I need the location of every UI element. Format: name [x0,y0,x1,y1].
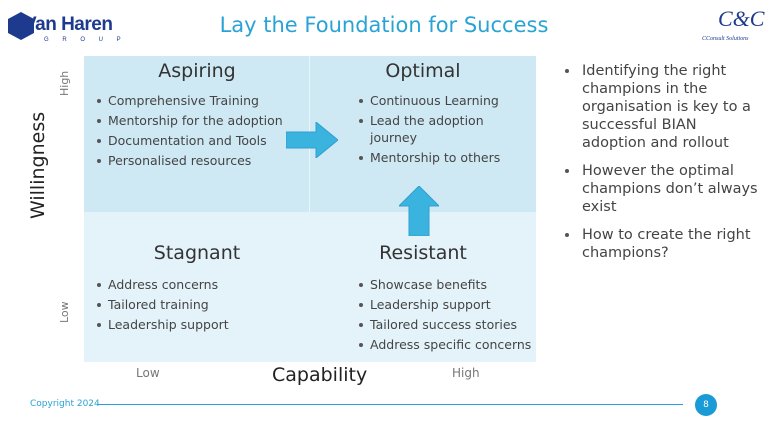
list-item: Leadership support [358,296,533,313]
arrow-up-icon [399,186,439,236]
list-item: Personalised resources [96,152,301,169]
y-axis-high-label: High [58,70,71,96]
quadrant-list: Showcase benefits Leadership support Tai… [358,276,533,356]
quadrant-resistant: Resistant Showcase benefits Leadership s… [310,212,536,362]
arrow-right-icon [286,122,338,158]
x-axis-low-label: Low [136,366,160,380]
van-haren-logo: Van Haren G R O U P [8,10,121,46]
y-axis-low-label: Low [58,301,71,323]
quadrant-list: Continuous Learning Lead the adoption jo… [358,92,533,169]
list-item: Showcase benefits [358,276,533,293]
quadrant-title: Aspiring [158,60,236,82]
cc-logo-text: CConsult Solutions [702,36,749,42]
list-item: However the optimal champions don’t alwa… [562,162,762,216]
x-axis-high-label: High [452,366,480,380]
list-item: Leadership support [96,316,301,333]
list-item: How to create the right champions? [562,226,762,262]
list-item: Comprehensive Training [96,92,301,109]
hexagon-logo-icon [8,12,34,40]
list-item: Tailored success stories [358,316,533,333]
y-axis-label: Willingness [27,111,49,219]
copyright-text: Copyright 2024 [30,399,100,409]
list-item: Tailored training [96,296,301,313]
list-item: Identifying the right champions in the o… [562,62,762,152]
list-item: Address concerns [96,276,301,293]
quadrant-title: Optimal [385,60,461,82]
logo-name: Van Haren [24,14,113,35]
list-item: Address specific concerns [358,336,533,353]
list-item: Continuous Learning [358,92,533,109]
quadrant-optimal: Optimal Continuous Learning Lead the ado… [310,56,536,212]
footer-divider [97,404,683,405]
cc-logo-mark: C&C [718,6,765,31]
cc-consult-logo: C&C CConsult Solutions [700,6,764,46]
quadrant-list: Address concerns Tailored training Leade… [96,276,301,336]
list-item: Documentation and Tools [96,132,301,149]
list-item: Lead the adoption journey [358,112,533,146]
list-item: Mentorship for the adoption [96,112,301,129]
page-number-badge: 8 [695,394,717,416]
x-axis-label: Capability [272,364,368,386]
quadrant-stagnant: Stagnant Address concerns Tailored train… [84,212,310,362]
logo-subtitle: G R O U P [44,37,127,43]
quadrant-title: Stagnant [153,242,241,264]
key-points-list: Identifying the right champions in the o… [562,62,762,272]
list-item: Mentorship to others [358,149,533,166]
quadrant-title: Resistant [379,242,467,264]
slide-title: Lay the Foundation for Success [219,13,549,37]
quadrant-list: Comprehensive Training Mentorship for th… [96,92,301,172]
quadrant-aspiring: Aspiring Comprehensive Training Mentorsh… [84,56,310,212]
